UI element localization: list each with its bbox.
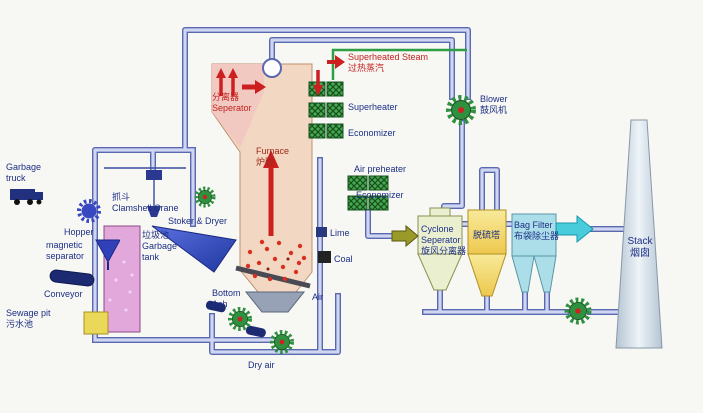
furnace-label-en: Furnace xyxy=(256,146,290,156)
stack-label-en: Stack xyxy=(627,236,653,247)
cyclone-label-l2: Seperator xyxy=(421,234,461,245)
flow-arrows xyxy=(216,55,594,248)
clamshell-crane-label-cn: 抓斗 xyxy=(112,192,131,202)
air-label: Air xyxy=(312,292,323,302)
garbage-tank-label: 垃圾池 Garbage tank xyxy=(142,230,188,262)
burning-waste-dots xyxy=(245,239,307,282)
stack-shape xyxy=(615,119,663,349)
superheated-steam-label-cn: 过热蒸汽 xyxy=(348,62,385,73)
forced-draft-fan-icon-1 xyxy=(230,309,250,329)
sewage-pit-icon xyxy=(83,311,109,335)
garbage-truck-label: Garbage truck xyxy=(6,162,42,183)
lime-label: Lime xyxy=(330,228,350,238)
magnetic-separator-icon xyxy=(95,239,121,270)
superheated-steam-label: Superheated Steam 过热蒸汽 xyxy=(348,52,428,74)
stoker-dryer-label: Stoker & Dryer xyxy=(168,216,228,226)
blower-label: Blower 鼓风机 xyxy=(480,94,508,116)
blower-fan-icon xyxy=(449,98,474,123)
air-preheater-boxes xyxy=(347,175,389,211)
bag-filter-label-en: Bag Filter xyxy=(514,220,553,230)
superheater-label: Superheater xyxy=(348,102,398,112)
cyclone-label-l1: Cyclone xyxy=(421,224,454,234)
bag-filter-vessel xyxy=(511,213,557,293)
steam-pipe xyxy=(331,48,467,80)
bottom-ash-hopper xyxy=(244,291,306,313)
separator-label-cn: 分离器 xyxy=(212,92,240,102)
furnace-label: Furnace 炉膛 xyxy=(256,146,289,168)
blower-label-cn: 鼓风机 xyxy=(480,104,508,115)
magnetic-separator-label: magnetic separator xyxy=(46,240,85,261)
ash-conveyor-icon-2 xyxy=(245,325,266,338)
garbage-truck-icon xyxy=(10,189,43,205)
desulfurization-tower-vessel xyxy=(467,209,507,297)
furnace-label-cn: 炉膛 xyxy=(256,156,275,167)
conveyor-label: Conveyor xyxy=(44,289,83,299)
coal-label: Coal xyxy=(334,254,353,264)
separator-label: 分离器 Seperator xyxy=(212,92,252,114)
sewage-pit-label-en: Sewage pit xyxy=(6,308,51,318)
cyclone-label-l3: 旋风分离器 xyxy=(421,245,467,256)
sewage-pit-label-cn: 污水池 xyxy=(6,318,34,329)
cyclone-label: Cyclone Seperator 旋风分离器 xyxy=(421,224,466,256)
superheated-steam-label-en: Superheated Steam xyxy=(348,52,429,62)
clamshell-crane-icon xyxy=(146,170,162,217)
drum-symbol xyxy=(262,58,282,78)
stack-label-cn: 烟囱 xyxy=(630,248,650,259)
desulfurizer-label: 脱硫塔 xyxy=(473,230,501,240)
stoker-grate xyxy=(235,265,311,289)
hopper-icon xyxy=(77,199,101,223)
economizer-upper-label: Economizer xyxy=(348,128,396,138)
superheater-boxes xyxy=(308,81,344,118)
economizer-lower-label: Economizer xyxy=(356,190,404,200)
garbage-tank-label-en: Garbage tank xyxy=(142,240,178,262)
separator-label-en: Seperator xyxy=(212,102,252,113)
cyclone-separator-vessel xyxy=(417,207,463,291)
bottom-ash-label: Bottom Ash xyxy=(212,288,241,309)
stack-label: Stack 烟囱 xyxy=(624,236,656,260)
crane-rail-line xyxy=(104,167,186,206)
feed-chute xyxy=(151,225,237,273)
dry-air-label: Dry air xyxy=(248,360,275,370)
mill-fan-icon xyxy=(194,186,216,208)
blower-label-en: Blower xyxy=(480,94,508,104)
economizer-boxes xyxy=(308,123,344,139)
flue-gas-arrow xyxy=(391,224,419,248)
air-preheater-label: Air preheater xyxy=(354,164,407,174)
bag-filter-label-cn: 布袋除尘器 xyxy=(514,230,560,241)
conveyor-icon xyxy=(49,269,95,287)
coal-feeder-icon xyxy=(318,251,331,263)
bag-filter-label: Bag Filter 布袋除尘器 xyxy=(514,220,559,242)
clean-gas-arrow xyxy=(555,214,594,244)
induced-draft-fan-icon xyxy=(567,300,590,323)
clamshell-crane-label-en: Clamshell Crane xyxy=(112,202,179,213)
sewage-pit-label: Sewage pit 污水池 xyxy=(6,308,51,330)
lime-feeder-icon xyxy=(316,227,327,237)
garbage-tank-label-cn: 垃圾池 xyxy=(142,230,170,240)
ash-conveyor-icon-1 xyxy=(205,300,226,313)
hopper-label: Hopper xyxy=(64,227,94,237)
clamshell-crane-label: 抓斗 Clamshell Crane xyxy=(112,192,179,214)
